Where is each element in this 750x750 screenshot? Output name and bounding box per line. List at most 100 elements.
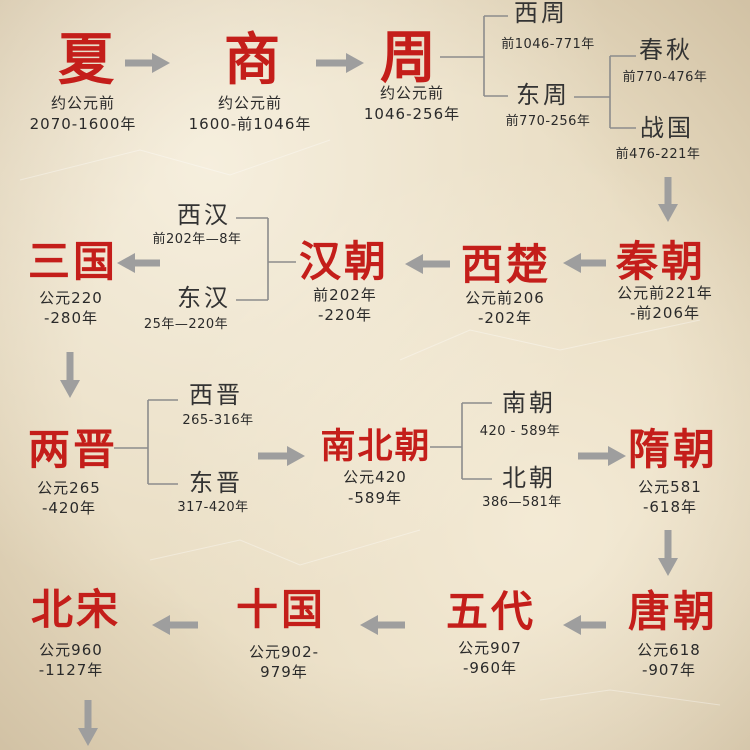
period-line: 约公元前: [379, 84, 444, 102]
bracket-dongzhou-split: [574, 55, 636, 129]
period-line: -前206年: [629, 304, 701, 322]
period-line: -280年: [43, 309, 99, 327]
bracket-han-split: [236, 217, 296, 301]
dynasty-shang: 商: [224, 27, 280, 93]
period-line: 公元220: [39, 289, 103, 307]
dynasty-qin: 秦朝: [615, 237, 707, 286]
arrow-sanguo-to-liangjin: [60, 352, 80, 398]
dynasty-sui: 隋朝: [627, 425, 719, 474]
bracket-nanbeichao-split: [430, 402, 492, 480]
dynasty-xia: 夏: [58, 27, 114, 93]
bracket-zhou-split: [440, 15, 508, 97]
period-line: 公元前221年: [617, 284, 713, 302]
period-line: 公元581: [638, 478, 702, 496]
dynasty-beisong: 北宋: [30, 585, 122, 634]
subdivision-xihan-period: 前202年—8年: [152, 232, 242, 247]
period-line: 979年: [260, 663, 308, 681]
subdivision-nanchao-period: 420 - 589年: [479, 424, 561, 439]
dynasty-shiguo: 十国: [235, 585, 327, 634]
parchment-texture: [19, 139, 721, 706]
dynasty-xichu-period: 公元前206 -202年: [465, 288, 545, 328]
period-line: 公元618: [637, 641, 701, 659]
period-line: -220年: [317, 306, 373, 324]
period-line: 公元960: [39, 641, 103, 659]
arrow-xia-to-shang: [125, 53, 170, 73]
period-line: -1127年: [38, 661, 104, 679]
arrow-zhanguo-to-qin: [658, 177, 678, 222]
period-line: -589年: [347, 489, 403, 507]
arrow-liangjin-to-nanbeichao: [258, 446, 305, 466]
texture-line: [399, 319, 701, 361]
dynasty-tang-period: 公元618 -907年: [637, 640, 701, 680]
texture-line: [19, 139, 331, 181]
subdivision-beichao-period: 386—581年: [482, 495, 562, 510]
period-line: -202年: [477, 309, 533, 327]
subdivision-zhanguo: 战国: [640, 114, 694, 142]
subdivision-donghan-period: 25年—220年: [143, 317, 229, 332]
dynasty-liangjin-period: 公元265 -420年: [37, 478, 101, 518]
subdivision-xihan: 西汉: [177, 201, 231, 229]
dynasty-shiguo-period: 公元902- 979年: [249, 642, 319, 682]
dynasty-zhou: 周: [380, 25, 436, 91]
subdivision-xijin: 西晋: [189, 381, 243, 409]
period-line: 1046-256年: [363, 105, 461, 123]
period-line: 公元前206: [465, 289, 545, 307]
subdivision-donghan: 东汉: [177, 284, 231, 312]
dynasty-wudai: 五代: [445, 587, 537, 636]
dynasty-zhou-period: 约公元前 1046-256年: [364, 83, 460, 125]
arrow-shang-to-zhou: [316, 53, 364, 73]
texture-line: [539, 689, 721, 706]
period-line: 2070-1600年: [29, 115, 137, 133]
dynasty-han: 汉朝: [298, 237, 390, 286]
texture-line: [149, 529, 421, 566]
dynasty-nanbeichao-period: 公元420 -589年: [343, 467, 407, 509]
period-line: 公元907: [458, 639, 522, 657]
dynasty-qin-period: 公元前221年 -前206年: [617, 283, 713, 323]
dynasty-beisong-period: 公元960 -1127年: [39, 640, 104, 680]
period-line: 约公元前: [50, 94, 116, 112]
arrow-tang-to-wudai: [563, 615, 606, 635]
subdivision-xizhou: 西周: [514, 0, 568, 27]
dynasty-xia-period: 约公元前 2070-1600年: [30, 93, 137, 135]
dynasty-han-period: 前202年 -220年: [313, 285, 377, 325]
subdivision-nanchao: 南朝: [502, 389, 556, 417]
arrow-qin-to-xichu: [563, 253, 606, 273]
dynasty-sui-period: 公元581 -618年: [638, 477, 702, 517]
dynasty-xichu: 西楚: [460, 240, 552, 289]
subdivision-xizhou-period: 前1046-771年: [501, 37, 595, 52]
period-line: -618年: [642, 498, 698, 516]
dynasty-liangjin: 两晋: [27, 425, 119, 474]
period-line: 公元265: [37, 479, 101, 497]
bracket-liangjin-split: [114, 399, 178, 485]
subdivision-xijin-period: 265-316年: [182, 413, 254, 428]
period-line: 约公元前: [217, 94, 283, 112]
subdivision-zhanguo-period: 前476-221年: [615, 147, 701, 162]
arrow-xichu-to-han: [405, 254, 450, 274]
subdivision-dongzhou-period: 前770-256年: [505, 114, 591, 129]
arrow-sui-to-tang: [658, 530, 678, 576]
arrow-shiguo-to-beisong: [152, 615, 198, 635]
period-line: -420年: [41, 499, 97, 517]
period-line: 前202年: [313, 286, 377, 304]
subdivision-dongjin: 东晋: [189, 469, 243, 497]
arrow-beisong-continue: [78, 700, 98, 746]
dynasty-tang: 唐朝: [627, 587, 719, 636]
period-line: -960年: [462, 659, 518, 677]
period-line: 公元420: [343, 468, 407, 486]
dynasty-shang-period: 约公元前 1600-前1046年: [189, 93, 312, 135]
arrow-wudai-to-shiguo: [360, 615, 405, 635]
subdivision-chunqiu: 春秋: [639, 36, 693, 64]
period-line: -907年: [641, 661, 697, 679]
subdivision-dongzhou: 东周: [516, 81, 570, 109]
period-line: 1600-前1046年: [188, 115, 312, 133]
subdivision-beichao: 北朝: [502, 464, 556, 492]
dynasty-nanbeichao: 南北朝: [320, 426, 432, 467]
arrow-nanbeichao-to-sui: [578, 446, 626, 466]
period-line: 公元902-: [248, 643, 320, 661]
subdivision-chunqiu-period: 前770-476年: [622, 70, 708, 85]
dynasty-sanguo: 三国: [27, 237, 119, 286]
arrow-han-to-sanguo: [117, 253, 160, 273]
dynasty-sanguo-period: 公元220 -280年: [39, 288, 103, 328]
subdivision-dongjin-period: 317-420年: [177, 500, 249, 515]
